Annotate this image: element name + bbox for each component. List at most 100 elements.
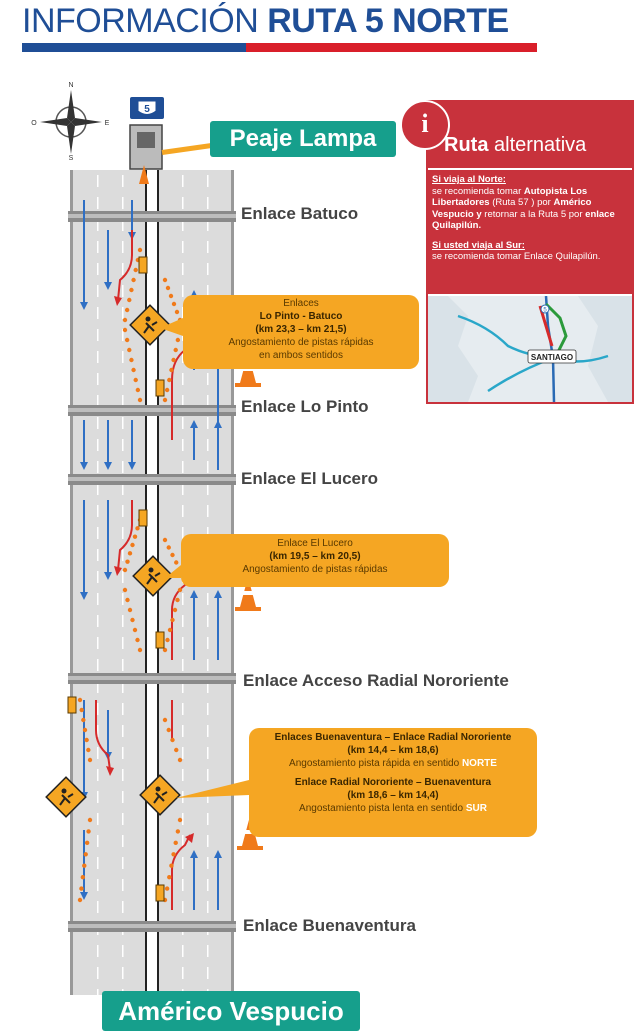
lane-dash xyxy=(97,967,99,979)
alt-south-heading: Si usted viaja al Sur: xyxy=(432,239,525,251)
cone-line xyxy=(164,886,170,891)
lane-dash xyxy=(97,747,99,759)
work-sign-2-head xyxy=(148,567,154,573)
callout2-l2: (km 19,5 – km 20,5) xyxy=(269,551,361,562)
route-shield-inner xyxy=(137,100,157,115)
lane-dash xyxy=(97,417,99,429)
lane-dash xyxy=(207,637,209,649)
cone-line xyxy=(137,397,143,403)
detour-red-head xyxy=(114,296,122,306)
work-sign-1 xyxy=(129,304,171,346)
lane-dash xyxy=(97,241,99,253)
lane-dash xyxy=(122,175,124,187)
alternative-route-panel: Ruta alternativa Si viaja al Norte: se r… xyxy=(426,100,634,404)
cone-line xyxy=(162,647,168,653)
lane-dash xyxy=(207,439,209,451)
cone-line xyxy=(137,247,143,253)
work-sign-3 xyxy=(45,776,87,818)
enlace-acceso-radial: Enlace Acceso Radial Nororiente xyxy=(243,671,509,690)
callout3-l1: Enlaces Buenaventura – Enlace Radial Nor… xyxy=(274,732,512,743)
alt-north-t3: retornar a la Ruta 5 por xyxy=(484,208,583,220)
lane-dash xyxy=(97,461,99,473)
cone-line xyxy=(165,285,171,291)
map-closed-route-red xyxy=(538,305,554,347)
lane-dash xyxy=(97,329,99,341)
lane-dash xyxy=(207,659,209,671)
callout-pointer-3 xyxy=(176,780,249,798)
lane-dash xyxy=(182,197,184,209)
callout2-l1: Enlace El Lucero xyxy=(277,538,353,549)
cone-line xyxy=(79,886,84,891)
work-sign-4 xyxy=(139,774,181,816)
compass-letter: N xyxy=(68,82,73,89)
map-city-box xyxy=(527,349,577,364)
cone-line xyxy=(124,307,130,313)
cone-line xyxy=(135,387,141,393)
lane-dash xyxy=(207,769,209,781)
enlace-lo-pinto: Enlace Lo Pinto xyxy=(241,397,369,416)
lane-dash xyxy=(182,527,184,539)
lane-dash xyxy=(207,813,209,825)
lane-dash xyxy=(182,725,184,737)
lane-dash xyxy=(182,505,184,517)
lane-dash xyxy=(97,813,99,825)
arrow-south-head xyxy=(80,462,88,470)
cone-line xyxy=(84,840,90,846)
enlace-batuco: Enlace Batuco xyxy=(241,204,359,223)
callout1-l4: Angostamiento de pistas rápidas xyxy=(228,337,374,348)
lane-dash xyxy=(122,637,124,649)
lane-dash xyxy=(122,879,124,891)
lane-dash xyxy=(122,549,124,561)
lane-dash xyxy=(122,615,124,627)
callout3-l2: (km 14,4 – km 18,6) xyxy=(347,745,439,756)
lane-dash xyxy=(207,967,209,979)
lane-dash xyxy=(122,945,124,957)
cone-line xyxy=(84,737,89,743)
alt-title-bold: Ruta xyxy=(444,134,489,156)
work-sign-1-worker xyxy=(143,321,158,334)
compass-letter: E xyxy=(105,120,110,127)
lane-dash xyxy=(207,417,209,429)
cone-line xyxy=(168,293,174,299)
cone-line xyxy=(133,377,138,383)
lane-dash xyxy=(122,813,124,825)
lane-dash xyxy=(207,527,209,539)
alternative-route-title: Ruta alternativa xyxy=(444,134,586,157)
cone-line xyxy=(170,617,175,623)
callout-pointer-1 xyxy=(160,318,183,336)
lane-dash xyxy=(97,483,99,495)
lane-dash xyxy=(207,857,209,869)
cone-line xyxy=(167,627,173,633)
lane-dash xyxy=(207,505,209,517)
map-city-label: SANTIAGO xyxy=(531,353,573,362)
lane-dash xyxy=(207,725,209,737)
detour-red-head xyxy=(114,566,122,576)
arrow-south-head xyxy=(104,462,112,470)
lane-dash xyxy=(207,483,209,495)
lane-dash xyxy=(122,747,124,759)
cone-line xyxy=(80,874,86,880)
cone-line xyxy=(132,534,138,539)
lane-dash xyxy=(97,725,99,737)
lane-dash xyxy=(122,439,124,451)
lane-dash xyxy=(182,945,184,957)
lane-dash xyxy=(122,483,124,495)
map-shield-5 xyxy=(540,304,550,314)
map-svg: SANTIAGO 5 xyxy=(428,296,632,402)
map-terrain-east xyxy=(578,296,632,402)
lane-dash xyxy=(182,241,184,253)
toll-window xyxy=(137,132,155,148)
lane-dash xyxy=(122,395,124,407)
lane-dash xyxy=(122,241,124,253)
enlace-el-lucero: Enlace El Lucero xyxy=(241,469,378,488)
detour-red xyxy=(95,700,111,771)
callout3-l5: Enlace Radial Nororiente – Buenaventura xyxy=(294,777,492,788)
lane-dash xyxy=(122,461,124,473)
cone-line xyxy=(129,357,134,363)
lane-dash xyxy=(97,637,99,649)
lane-dash xyxy=(182,615,184,627)
compass-needle-s xyxy=(67,122,75,154)
callout1-l1: Enlaces xyxy=(283,298,319,309)
cone-line xyxy=(166,545,171,550)
compass-letter: O xyxy=(31,120,37,127)
